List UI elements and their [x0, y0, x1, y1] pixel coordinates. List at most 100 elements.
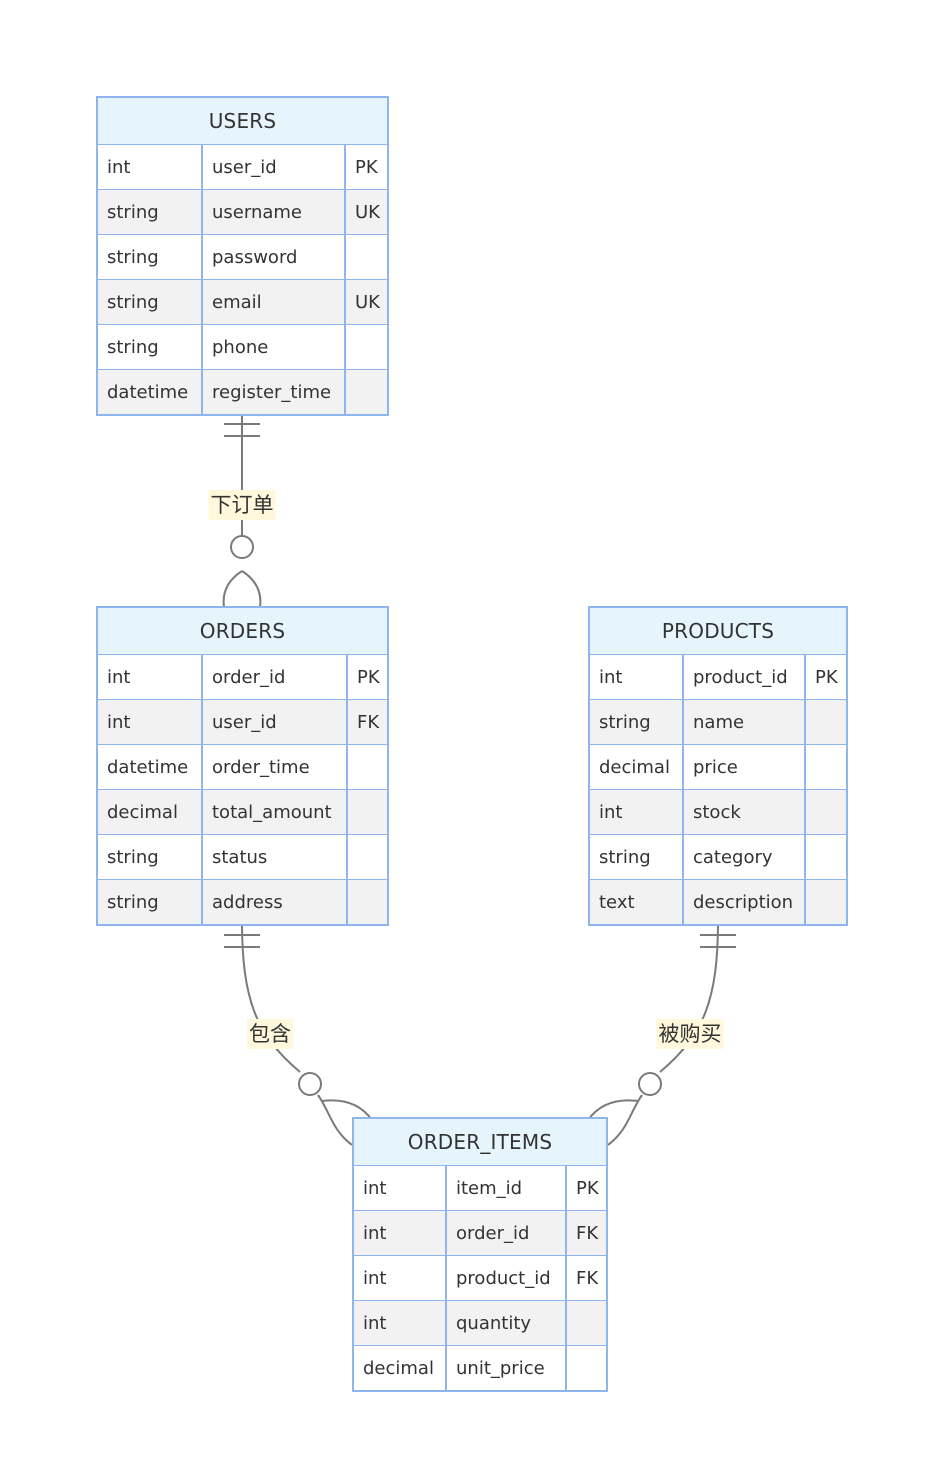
attribute-name: user_id	[201, 145, 344, 189]
attribute-key: FK	[565, 1211, 606, 1255]
connector-orders-order-items	[224, 919, 373, 1146]
attribute-type: int	[107, 156, 131, 178]
attribute-key	[565, 1346, 606, 1390]
entity-orders[interactable]: ORDERS int order_id PK int user_id FK da…	[96, 606, 389, 926]
attribute-name: username	[201, 190, 344, 234]
entity-order-items[interactable]: ORDER_ITEMS int item_id PK int order_id …	[352, 1117, 608, 1392]
attribute-row: int user_id FK	[98, 699, 387, 744]
attribute-type: datetime	[107, 381, 189, 403]
attribute-key	[804, 880, 846, 924]
attribute-key: PK	[804, 655, 846, 699]
relationship-label-purchased: 被购买	[656, 1019, 724, 1049]
attribute-type: string	[599, 846, 651, 868]
attribute-key: FK	[565, 1256, 606, 1300]
attribute-type: text	[599, 891, 635, 913]
attribute-type: int	[363, 1177, 387, 1199]
attribute-name: product_id	[445, 1256, 565, 1300]
attribute-key: UK	[344, 280, 387, 324]
attribute-key	[804, 745, 846, 789]
attribute-name: description	[682, 880, 804, 924]
attribute-row: int order_id FK	[354, 1210, 606, 1255]
attribute-row: datetime order_time	[98, 744, 387, 789]
attribute-row: string password	[98, 234, 387, 279]
attribute-row: decimal unit_price	[354, 1345, 606, 1390]
attribute-type: int	[599, 801, 623, 823]
attribute-row: int order_id PK	[98, 655, 387, 699]
attribute-row: string email UK	[98, 279, 387, 324]
attribute-key: FK	[346, 700, 387, 744]
attribute-name: stock	[682, 790, 804, 834]
attribute-type: string	[107, 891, 159, 913]
attribute-type: int	[363, 1312, 387, 1334]
connector-line	[659, 919, 719, 1073]
entity-title: USERS	[98, 98, 387, 145]
crow-foot-marker	[222, 570, 262, 608]
attribute-key	[804, 835, 846, 879]
attribute-row: string name	[590, 699, 846, 744]
attribute-type: string	[107, 291, 159, 313]
attribute-name: price	[682, 745, 804, 789]
attribute-row: string status	[98, 834, 387, 879]
attribute-type: decimal	[599, 756, 670, 778]
attribute-row: string phone	[98, 324, 387, 369]
connector-line	[241, 919, 301, 1073]
attribute-type: int	[363, 1222, 387, 1244]
attribute-row: datetime register_time	[98, 369, 387, 414]
attribute-key	[344, 325, 387, 369]
attribute-type: decimal	[107, 801, 178, 823]
attribute-row: string address	[98, 879, 387, 924]
zero-circle-marker	[638, 1072, 662, 1096]
attribute-name: order_id	[445, 1211, 565, 1255]
attribute-name: product_id	[682, 655, 804, 699]
attribute-key: PK	[565, 1166, 606, 1210]
attribute-name: register_time	[201, 370, 344, 414]
attribute-type: string	[107, 336, 159, 358]
zero-circle-marker	[230, 535, 254, 559]
relationship-label-places-order: 下订单	[208, 490, 276, 520]
attribute-name: address	[201, 880, 346, 924]
attribute-key	[344, 235, 387, 279]
entity-users[interactable]: USERS int user_id PK string username UK …	[96, 96, 389, 416]
attribute-key	[804, 700, 846, 744]
attribute-name: name	[682, 700, 804, 744]
attribute-key	[346, 790, 387, 834]
entity-title: ORDER_ITEMS	[354, 1119, 606, 1166]
attribute-type: int	[599, 666, 623, 688]
attribute-name: status	[201, 835, 346, 879]
attribute-name: phone	[201, 325, 344, 369]
attribute-name: user_id	[201, 700, 346, 744]
attribute-key: UK	[344, 190, 387, 234]
entity-title: ORDERS	[98, 608, 387, 655]
attribute-name: email	[201, 280, 344, 324]
attribute-row: int item_id PK	[354, 1166, 606, 1210]
relationship-label-contains: 包含	[247, 1019, 293, 1049]
entity-title: PRODUCTS	[590, 608, 846, 655]
attribute-row: decimal total_amount	[98, 789, 387, 834]
attribute-name: item_id	[445, 1166, 565, 1210]
attribute-name: category	[682, 835, 804, 879]
attribute-name: order_time	[201, 745, 346, 789]
one-bar-marker	[224, 423, 260, 437]
attribute-row: int product_id FK	[354, 1255, 606, 1300]
attribute-type: int	[363, 1267, 387, 1289]
crow-foot-marker	[587, 1094, 643, 1146]
attribute-row: string category	[590, 834, 846, 879]
entity-products[interactable]: PRODUCTS int product_id PK string name d…	[588, 606, 848, 926]
attribute-row: decimal price	[590, 744, 846, 789]
attribute-row: int stock	[590, 789, 846, 834]
attribute-type: string	[107, 846, 159, 868]
attribute-key	[346, 835, 387, 879]
attribute-type: int	[107, 711, 131, 733]
attribute-key: PK	[346, 655, 387, 699]
attribute-key	[346, 880, 387, 924]
attribute-type: string	[107, 201, 159, 223]
attribute-key	[565, 1301, 606, 1345]
attribute-type: string	[599, 711, 651, 733]
attribute-row: int product_id PK	[590, 655, 846, 699]
attribute-type: int	[107, 666, 131, 688]
attribute-row: int user_id PK	[98, 145, 387, 189]
attribute-key: PK	[344, 145, 387, 189]
one-bar-marker	[224, 934, 260, 948]
attribute-type: decimal	[363, 1357, 434, 1379]
